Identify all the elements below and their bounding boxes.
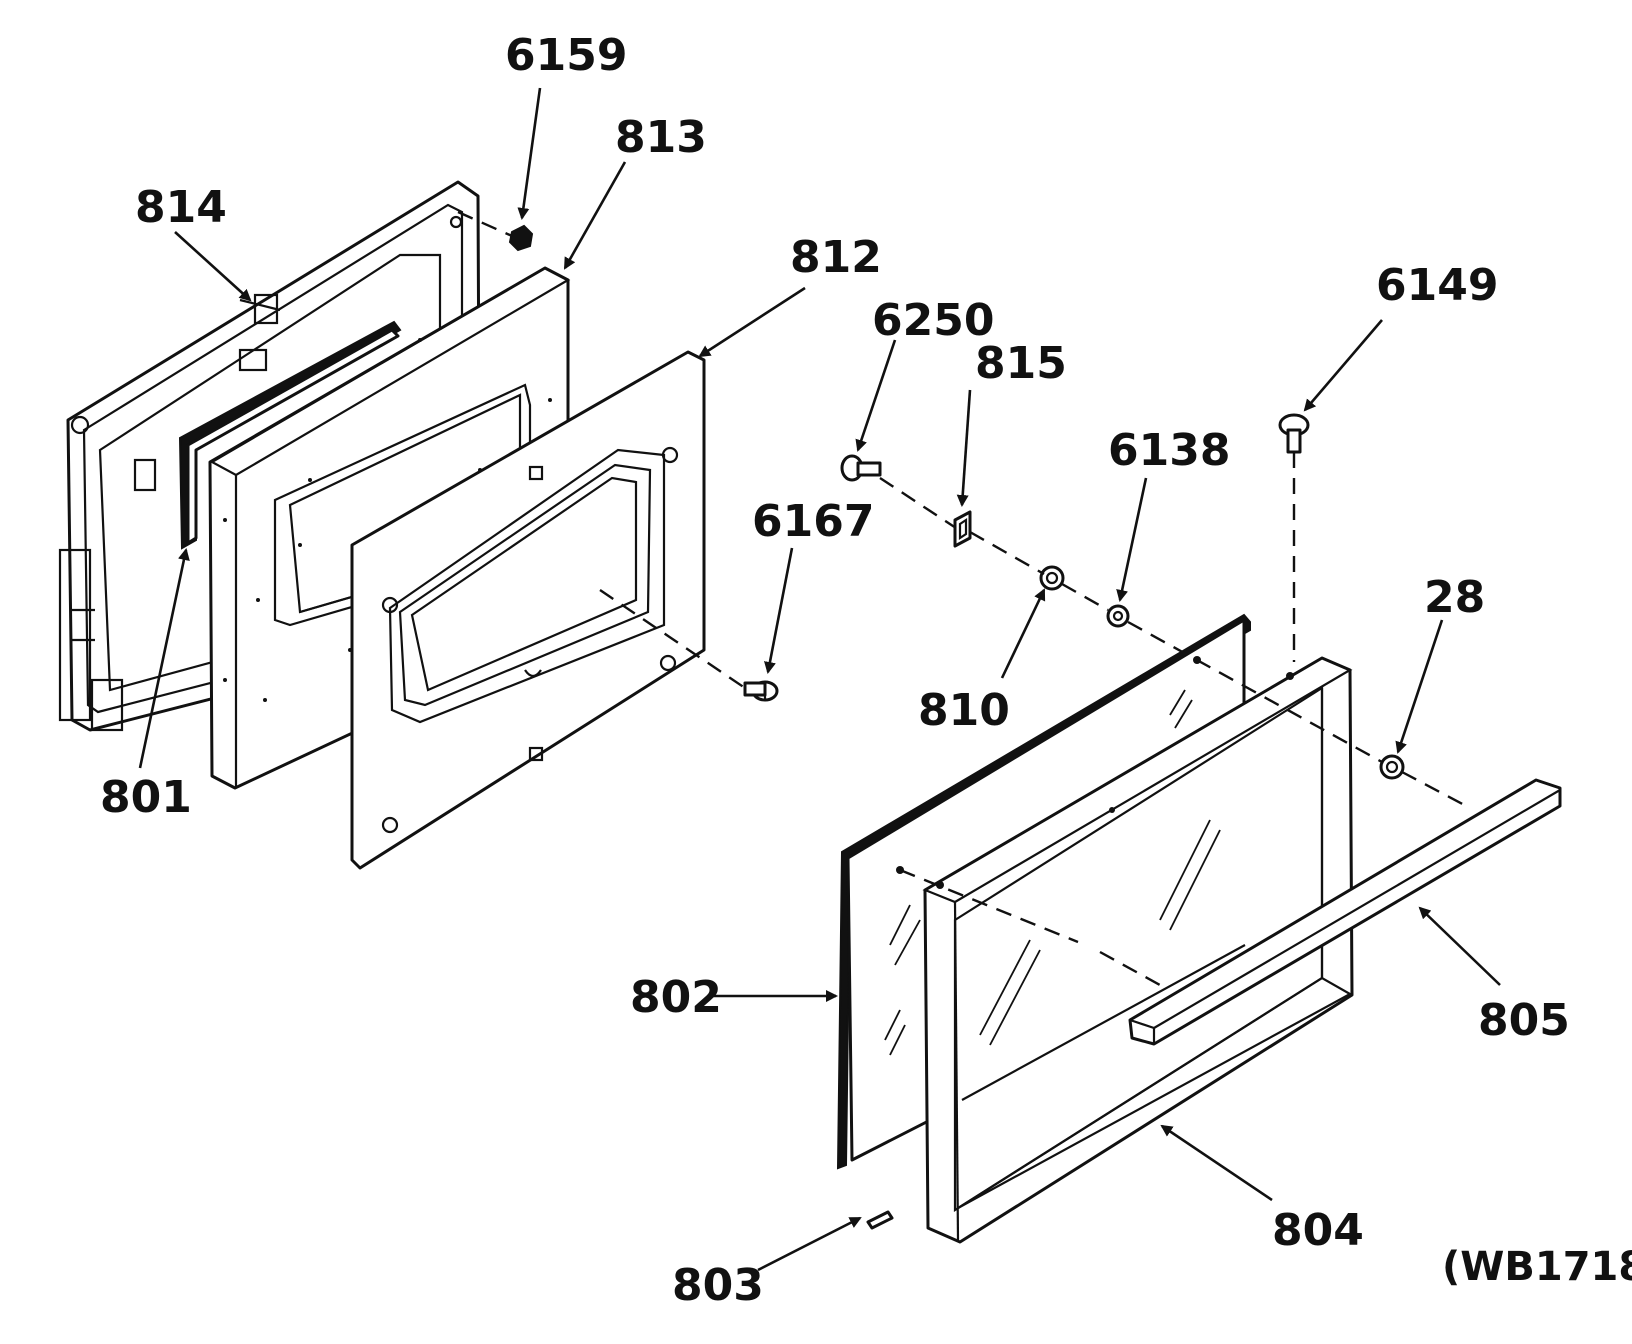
part-6138-washer bbox=[1106, 604, 1130, 628]
part-805-door-handle bbox=[1128, 778, 1562, 1046]
diagram-reference-code: (WB1718) bbox=[1442, 1244, 1632, 1290]
callout-805: 805 bbox=[1478, 995, 1570, 1046]
callout-815: 815 bbox=[975, 338, 1067, 389]
assembly-dashed-lines bbox=[457, 210, 1471, 987]
callout-802: 802 bbox=[630, 972, 722, 1023]
part-804-outer-door-frame bbox=[922, 656, 1354, 1244]
part-810-spacer bbox=[1039, 565, 1065, 591]
callout-803: 803 bbox=[672, 1260, 764, 1311]
callout-labels: 6159 813 814 812 6250 815 6149 6138 6167… bbox=[100, 30, 1632, 1311]
callout-28: 28 bbox=[1424, 572, 1485, 623]
callout-6250: 6250 bbox=[872, 295, 994, 346]
part-6250-screw bbox=[840, 454, 882, 482]
part-6167-screw bbox=[743, 680, 779, 702]
callout-812: 812 bbox=[790, 232, 882, 283]
part-812-inner-door-panel bbox=[350, 350, 706, 870]
part-6159-fastener bbox=[508, 224, 534, 252]
callout-6138: 6138 bbox=[1108, 425, 1230, 476]
callout-814: 814 bbox=[135, 182, 227, 233]
part-6149-screw bbox=[1278, 413, 1310, 454]
callout-6167: 6167 bbox=[752, 496, 874, 547]
part-28-washer bbox=[1379, 754, 1405, 780]
callout-813: 813 bbox=[615, 112, 707, 163]
part-803-pin bbox=[866, 1210, 894, 1230]
part-801-gasket bbox=[178, 320, 402, 550]
callout-801: 801 bbox=[100, 772, 192, 823]
part-815-clip bbox=[953, 510, 972, 548]
callout-810: 810 bbox=[918, 685, 1010, 736]
callout-6159: 6159 bbox=[505, 30, 627, 81]
leader-lines bbox=[138, 87, 1501, 1272]
callout-804: 804 bbox=[1272, 1205, 1364, 1256]
callout-6149: 6149 bbox=[1376, 260, 1498, 311]
